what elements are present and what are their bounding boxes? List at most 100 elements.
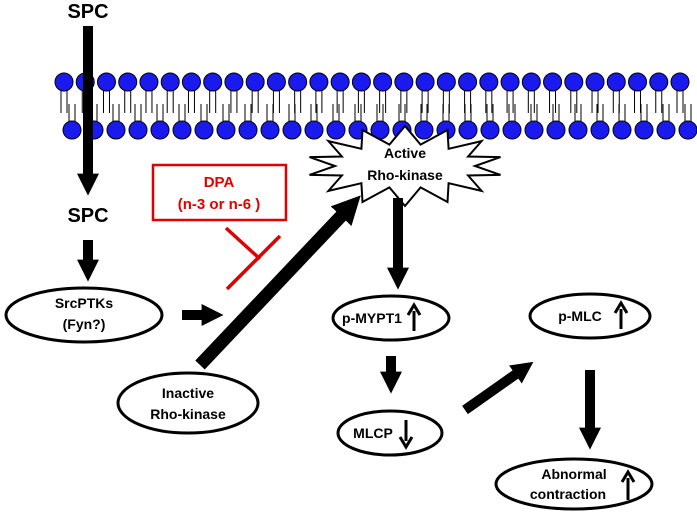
inactive-label-2: Rho-kinase — [150, 406, 226, 422]
lipid-head-upper — [54, 72, 74, 92]
lipid-head-lower — [524, 120, 544, 140]
cell-membrane — [54, 72, 697, 140]
lipid-tail — [676, 91, 684, 113]
lipid-head-upper — [288, 72, 308, 92]
lipid-tail — [442, 104, 450, 122]
lipid-tail — [655, 91, 663, 113]
active-label-1: Active — [384, 145, 426, 161]
lipid-tail — [421, 91, 429, 113]
lipid-head-upper — [160, 72, 180, 92]
lipid-tail — [570, 91, 578, 113]
dpa-label-1: DPA — [204, 174, 235, 191]
dpa-box — [151, 163, 288, 222]
lipid-tail — [187, 91, 195, 113]
lipid-head-upper — [649, 72, 669, 92]
lipid-head-lower — [568, 120, 588, 140]
lipid-tail — [310, 104, 318, 122]
rho-kinase-activation-arrow — [195, 195, 361, 370]
lipid-tail — [112, 104, 120, 122]
inactive-rho-kinase-node — [116, 371, 260, 435]
lipid-head-lower — [238, 120, 258, 140]
lipid-tail — [230, 91, 238, 113]
mlcp-node — [336, 409, 444, 457]
lipid-tail — [272, 91, 280, 113]
lipid-head-lower — [414, 120, 434, 140]
lipid-head-lower — [216, 120, 236, 140]
lipid-head-lower — [656, 120, 676, 140]
lipid-head-upper — [309, 72, 329, 92]
spc-mid-label: SPC — [67, 205, 108, 227]
lipid-head-lower — [260, 120, 280, 140]
lipid-head-upper — [139, 72, 159, 92]
lipid-head-upper — [266, 72, 286, 92]
lipid-head-lower — [502, 120, 522, 140]
dpa-inhibition-symbol — [224, 226, 282, 291]
lipid-tail — [251, 91, 259, 113]
lipid-tail — [634, 91, 642, 113]
lipid-head-upper — [181, 72, 201, 92]
lipid-tail — [294, 91, 302, 113]
lipid-head-upper — [543, 72, 563, 92]
lipid-head-upper — [585, 72, 605, 92]
lipid-tail — [68, 104, 76, 122]
lipid-head-lower — [678, 120, 697, 140]
lipid-tail — [485, 91, 493, 113]
pmypt1-label: p-MYPT1 — [342, 310, 402, 326]
lipid-tail — [178, 104, 186, 122]
abnormal-label-1: Abnormal — [541, 466, 606, 482]
lipid-head-lower — [150, 120, 170, 140]
lipid-head-upper — [330, 72, 350, 92]
lipid-tail — [508, 104, 516, 122]
lipid-tail — [379, 91, 387, 113]
lipid-tail — [442, 91, 450, 113]
lipid-tail — [486, 104, 494, 122]
lipid-tail — [200, 104, 208, 122]
lipid-tail — [124, 91, 132, 113]
lipid-head-lower — [172, 120, 192, 140]
lipid-tail — [640, 104, 648, 122]
lipid-tail — [527, 91, 535, 113]
lipid-head-lower — [590, 120, 610, 140]
lipid-tail — [336, 91, 344, 113]
lipid-tail — [222, 104, 230, 122]
lipid-head-lower — [128, 120, 148, 140]
lipid-tail — [266, 104, 274, 122]
lipid-tail — [591, 91, 599, 113]
lipid-head-upper — [245, 72, 265, 92]
lipid-head-upper — [670, 72, 690, 92]
lipid-tail — [574, 104, 582, 122]
srcptks-label-1: SrcPTKs — [55, 295, 114, 311]
lipid-head-lower — [282, 120, 302, 140]
lipid-tail — [332, 104, 340, 122]
lipid-tail — [506, 91, 514, 113]
abnormal-contraction-node — [494, 457, 654, 511]
lipid-head-upper — [500, 72, 520, 92]
lipid-head-upper — [351, 72, 371, 92]
lipid-tail — [315, 91, 323, 113]
lipid-tail — [145, 91, 153, 113]
lipid-tail — [376, 104, 384, 122]
abnormal-up-indicator — [620, 469, 636, 500]
srcptks-node — [4, 286, 164, 344]
lipid-tail — [662, 104, 670, 122]
lipid-tail — [156, 104, 164, 122]
lipid-tail — [618, 104, 626, 122]
lipid-head-upper — [203, 72, 223, 92]
lipid-tail — [134, 104, 142, 122]
srcptks-label-2: (Fyn?) — [63, 316, 106, 332]
lipid-tail — [166, 91, 174, 113]
lipid-head-lower — [458, 120, 478, 140]
lipid-head-lower — [194, 120, 214, 140]
lipid-head-lower — [612, 120, 632, 140]
lipid-tail — [549, 91, 557, 113]
lipid-tail — [464, 104, 472, 122]
lipid-tail — [357, 91, 365, 113]
lipid-head-lower — [546, 120, 566, 140]
lipid-tail — [209, 91, 217, 113]
lipid-head-upper — [415, 72, 435, 92]
pmlc-up-indicator — [613, 300, 629, 329]
lipid-head-upper — [479, 72, 499, 92]
lipid-head-lower — [62, 120, 82, 140]
lipid-head-upper — [224, 72, 244, 92]
lipid-head-upper — [96, 72, 116, 92]
